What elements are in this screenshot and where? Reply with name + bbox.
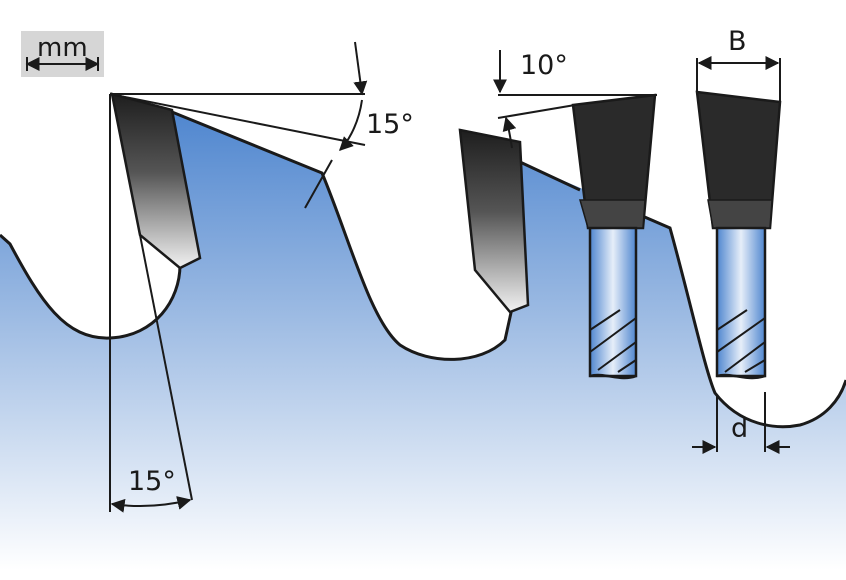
tooth-front-view-bevel	[571, 93, 657, 380]
unit-badge: mm	[21, 31, 104, 77]
carbide-tip-left	[110, 92, 202, 270]
clearance-angle-label: 15°	[128, 466, 176, 497]
carbide-tip-middle	[458, 128, 530, 314]
unit-label: mm	[37, 33, 88, 63]
kerf-width-dimension	[696, 56, 781, 102]
plate-thickness-dimension	[692, 392, 790, 454]
tooth-front-view-flat	[695, 90, 782, 380]
plate-thickness-label: d	[731, 413, 748, 444]
bevel-angle-construction	[493, 50, 657, 149]
bevel-angle-label: 10°	[520, 50, 568, 81]
hook-angle-construction	[109, 41, 368, 512]
hook-angle-label: 15°	[366, 109, 414, 140]
kerf-width-label: B	[728, 26, 747, 57]
clearance-angle-construction	[110, 234, 193, 513]
